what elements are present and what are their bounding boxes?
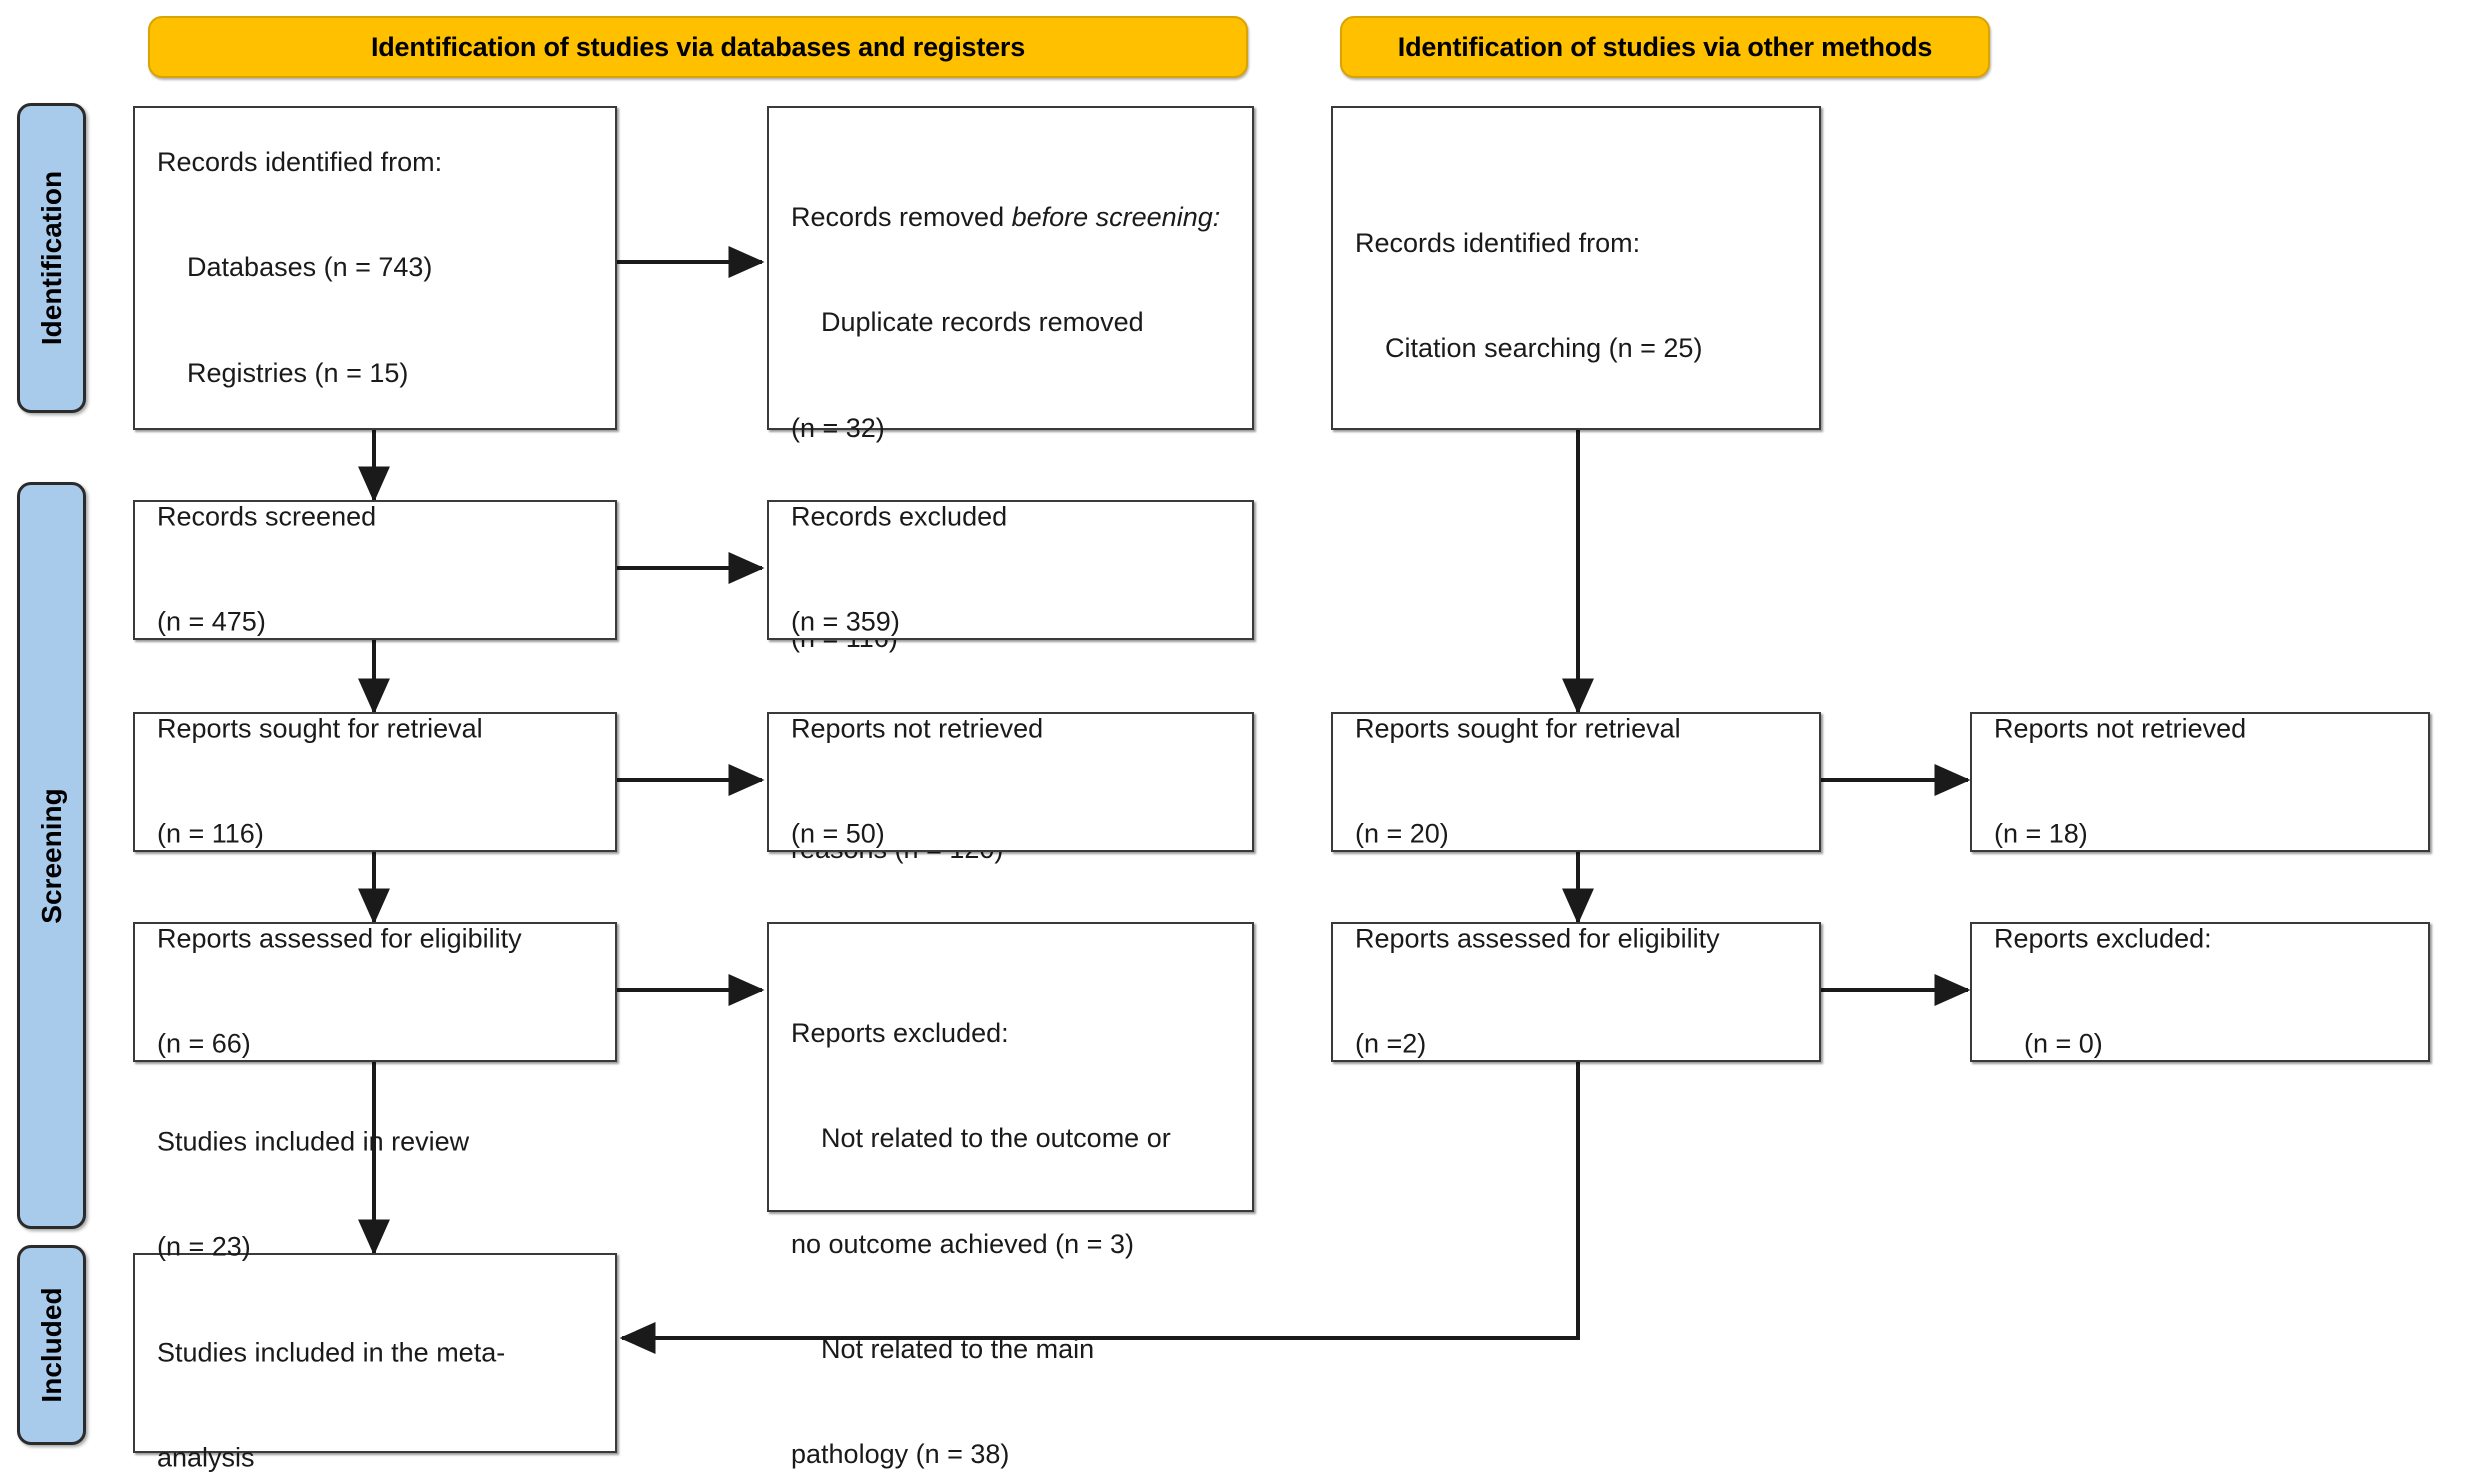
records-removed-head-plain: Records removed [791, 202, 1012, 233]
records-excluded-line2: (n = 359) [791, 607, 900, 638]
stage-included: Included [17, 1245, 86, 1445]
reports-not-retrieved-db-line1: Reports not retrieved [791, 713, 1044, 744]
stage-identification: Identification [17, 103, 86, 413]
records-screened-line2: (n = 475) [157, 607, 266, 638]
studies-included-line3: Studies included in the meta- [157, 1337, 506, 1368]
banner-other-methods: Identification of studies via other meth… [1340, 16, 1990, 78]
box-reports-not-retrieved-other: Reports not retrieved (n = 18) [1970, 712, 2430, 852]
stage-screening: Screening [17, 482, 86, 1229]
box-reports-not-retrieved-other-text: Reports not retrieved (n = 18) [1994, 642, 2416, 923]
records-removed-heading: Records removed before screening: [791, 200, 1240, 235]
box-reports-assessed-other-text: Reports assessed for eligibility (n =2) [1355, 852, 1807, 1133]
stage-identification-label: Identification [35, 170, 67, 346]
box-studies-included-text: Studies included in review (n = 23) Stud… [157, 1055, 603, 1477]
box-reports-assessed-databases: Reports assessed for eligibility (n = 66… [133, 922, 617, 1062]
reports-sought-other-line1: Reports sought for retrieval [1355, 713, 1681, 744]
reports-excluded-db-line1: Reports excluded: [791, 1018, 1009, 1049]
records-screened-line1: Records screened [157, 501, 377, 532]
reports-excluded-other-line1: Reports excluded: [1994, 923, 2212, 954]
records-removed-head-colon: : [1212, 202, 1221, 233]
reports-excluded-db-line4: Not related to the main [791, 1334, 1095, 1365]
reports-excluded-db-line5: pathology (n = 38) [791, 1439, 1010, 1470]
box-records-excluded: Records excluded (n = 359) [767, 500, 1254, 640]
records-removed-head-italic: before screening [1011, 202, 1213, 233]
records-excluded-line1: Records excluded [791, 501, 1008, 532]
studies-included-line2: (n = 23) [157, 1232, 251, 1263]
records-identified-line2: Databases (n = 743) [157, 252, 433, 283]
box-records-identified-other: Records identified from: Citation search… [1331, 106, 1821, 430]
box-records-screened-text: Records screened (n = 475) [157, 430, 603, 711]
records-identified-line1: Records identified from: [157, 147, 443, 178]
reports-assessed-other-line1: Reports assessed for eligibility [1355, 923, 1720, 954]
box-records-removed-before-screening: Records removed before screening: Duplic… [767, 106, 1254, 864]
reports-sought-db-line1: Reports sought for retrieval [157, 713, 483, 744]
records-identified-other-line1: Records identified from: [1355, 228, 1641, 259]
box-reports-not-retrieved-databases-text: Reports not retrieved (n = 50) [791, 642, 1240, 923]
records-removed-line1: Duplicate records removed [791, 307, 1144, 338]
box-reports-sought-other: Reports sought for retrieval (n = 20) [1331, 712, 1821, 852]
box-studies-included: Studies included in review (n = 23) Stud… [133, 1127, 617, 1473]
studies-included-line4: analysis [157, 1442, 255, 1473]
reports-not-retrieved-other-line2: (n = 18) [1994, 819, 2088, 850]
box-records-identified: Records identified from: Databases (n = … [133, 106, 617, 430]
box-reports-excluded-other-text: Reports excluded: (n = 0) [1994, 852, 2416, 1133]
box-reports-excluded-databases: Reports excluded: Not related to the out… [767, 922, 1254, 1469]
records-identified-other-line2: Citation searching (n = 25) [1355, 333, 1703, 364]
box-reports-not-retrieved-databases: Reports not retrieved (n = 50) [767, 712, 1254, 852]
records-identified-line3: Registries (n = 15) [157, 357, 409, 388]
stage-screening-label: Screening [35, 787, 67, 924]
box-records-excluded-text: Records excluded (n = 359) [791, 430, 1240, 711]
records-removed-line2: (n = 32) [791, 412, 885, 443]
reports-excluded-db-line2: Not related to the outcome or [791, 1123, 1171, 1154]
reports-assessed-db-line2: (n = 66) [157, 1029, 251, 1060]
box-records-identified-other-text: Records identified from: Citation search… [1355, 156, 1807, 437]
box-records-screened: Records screened (n = 475) [133, 500, 617, 640]
box-reports-assessed-databases-text: Reports assessed for eligibility (n = 66… [157, 852, 603, 1133]
box-reports-sought-databases-text: Reports sought for retrieval (n = 116) [157, 642, 603, 923]
reports-excluded-other-line2: (n = 0) [1994, 1029, 2103, 1060]
reports-assessed-db-line1: Reports assessed for eligibility [157, 923, 522, 954]
reports-sought-other-line2: (n = 20) [1355, 819, 1449, 850]
box-reports-sought-other-text: Reports sought for retrieval (n = 20) [1355, 642, 1807, 923]
box-records-identified-text: Records identified from: Databases (n = … [157, 75, 603, 461]
reports-assessed-other-line2: (n =2) [1355, 1029, 1427, 1060]
banner-databases-registers: Identification of studies via databases … [148, 16, 1248, 78]
box-reports-excluded-databases-text: Reports excluded: Not related to the out… [791, 946, 1240, 1477]
reports-sought-db-line2: (n = 116) [157, 819, 264, 850]
stage-included-label: Included [35, 1287, 67, 1403]
box-reports-assessed-other: Reports assessed for eligibility (n =2) [1331, 922, 1821, 1062]
banner-other-methods-label: Identification of studies via other meth… [1397, 31, 1933, 62]
reports-excluded-db-line3: no outcome achieved (n = 3) [791, 1228, 1134, 1259]
box-reports-excluded-other: Reports excluded: (n = 0) [1970, 922, 2430, 1062]
reports-not-retrieved-db-line2: (n = 50) [791, 819, 885, 850]
reports-not-retrieved-other-line1: Reports not retrieved [1994, 713, 2247, 744]
banner-databases-label: Identification of studies via databases … [370, 31, 1026, 62]
studies-included-line1: Studies included in review [157, 1126, 470, 1157]
box-reports-sought-databases: Reports sought for retrieval (n = 116) [133, 712, 617, 852]
